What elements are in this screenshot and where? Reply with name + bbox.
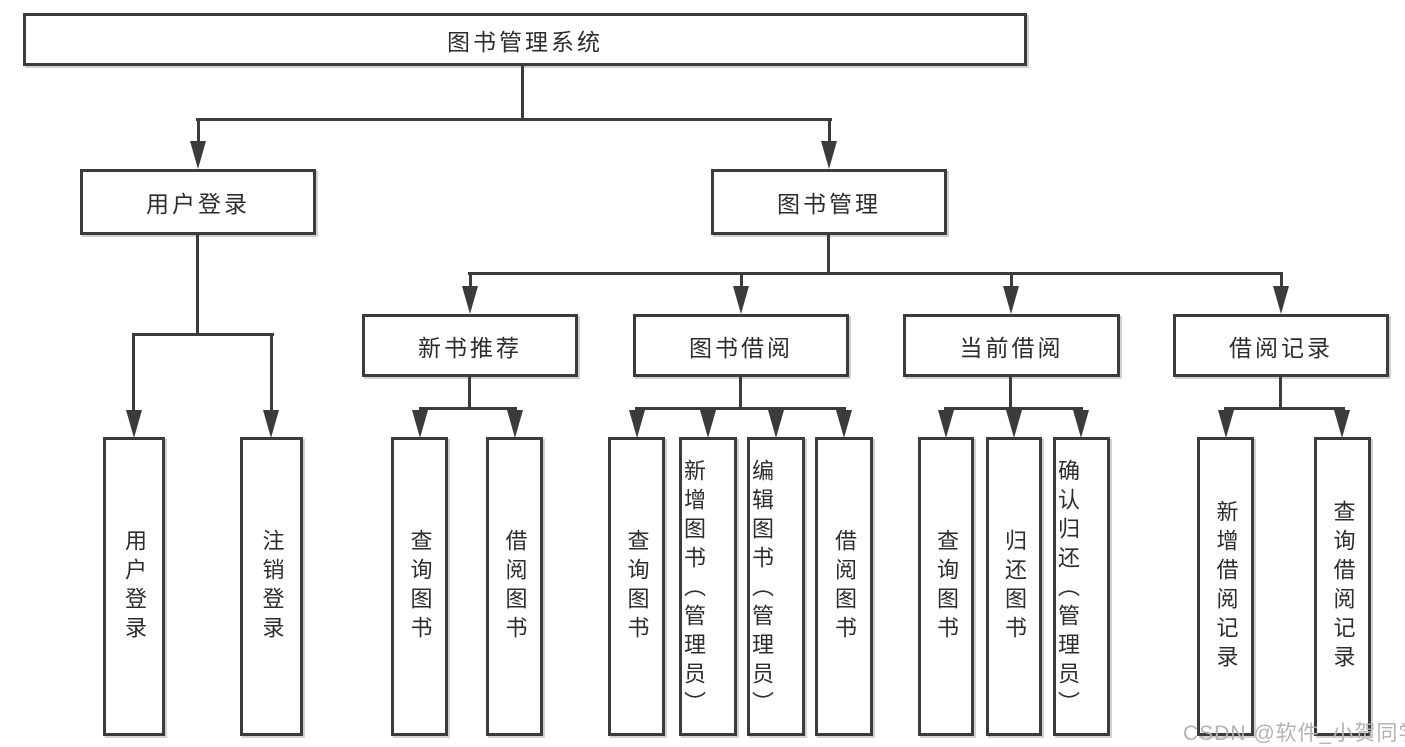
arrowhead-down-icon xyxy=(1273,286,1289,314)
connector-current-borrow-drop xyxy=(1010,272,1013,288)
connector-current-borrow-stem xyxy=(1009,377,1012,409)
node-new-book-rec: 新书推荐 xyxy=(362,314,578,377)
connector-leaf-logout-drop xyxy=(270,333,273,411)
node-leaf-logout: 注销登录 xyxy=(240,437,303,736)
arrowhead-down-icon xyxy=(768,410,784,438)
connector-user-login-crossbar xyxy=(132,333,274,336)
arrowhead-down-icon xyxy=(126,410,142,438)
arrowhead-down-icon xyxy=(190,141,206,169)
arrowhead-down-icon xyxy=(836,410,852,438)
node-book-borrow: 图书借阅 xyxy=(633,314,849,377)
arrowhead-down-icon xyxy=(1006,410,1022,438)
node-leaf-user-login: 用户登录 xyxy=(103,437,165,736)
connector-user-login-stem xyxy=(196,235,199,335)
node-leaf-return-book-label: 归还图书 xyxy=(1002,528,1027,645)
node-leaf-query-book-bb: 查询图书 xyxy=(608,437,665,736)
node-book-mgmt: 图书管理 xyxy=(711,169,947,235)
arrowhead-down-icon xyxy=(462,286,478,314)
arrowhead-down-icon xyxy=(733,286,749,314)
arrowhead-down-icon xyxy=(1073,410,1089,438)
node-leaf-user-login-label: 用户登录 xyxy=(122,528,147,645)
arrowhead-down-icon xyxy=(629,410,645,438)
watermark-text: CSDN @软件_小贺同学 xyxy=(1183,722,1405,745)
arrowhead-down-icon xyxy=(938,410,954,438)
node-leaf-add-record: 新增借阅记录 xyxy=(1197,437,1254,736)
arrowhead-down-icon xyxy=(263,410,279,438)
node-leaf-borrow-book-nb: 借阅图书 xyxy=(486,437,543,736)
connector-new-book-drop xyxy=(469,272,472,288)
arrowhead-down-icon xyxy=(821,141,837,169)
node-leaf-add-book-label: 新增图书（管理员） xyxy=(681,458,706,720)
connector-borrow-record-drop xyxy=(1280,272,1283,288)
arrowhead-down-icon xyxy=(507,410,523,438)
node-user-login: 用户登录 xyxy=(80,169,316,235)
node-leaf-logout-label: 注销登录 xyxy=(259,528,285,645)
connector-book-mgmt-stem xyxy=(827,235,830,275)
node-leaf-query-book-cb-label: 查询图书 xyxy=(934,528,959,645)
node-user-login-label: 用户登录 xyxy=(146,191,250,217)
node-root: 图书管理系统 xyxy=(23,13,1027,66)
node-book-borrow-label: 图书借阅 xyxy=(689,334,793,361)
arrowhead-down-icon xyxy=(412,410,428,438)
node-book-mgmt-label: 图书管理 xyxy=(777,191,881,217)
node-leaf-query-book-nb-label: 查询图书 xyxy=(407,528,433,645)
arrowhead-down-icon xyxy=(1334,410,1350,438)
node-leaf-query-record: 查询借阅记录 xyxy=(1314,437,1371,736)
connector-book-borrow-crossbar xyxy=(635,407,846,410)
connector-book-borrow-drop xyxy=(740,272,743,288)
node-leaf-query-book-cb: 查询图书 xyxy=(918,437,974,736)
node-leaf-add-record-label: 新增借阅记录 xyxy=(1213,499,1239,674)
node-current-borrow: 当前借阅 xyxy=(903,314,1120,377)
node-leaf-edit-book: 编辑图书（管理员） xyxy=(747,437,805,736)
connector-root-stem xyxy=(521,66,524,120)
connector-root-crossbar xyxy=(196,118,832,121)
node-borrow-record: 借阅记录 xyxy=(1173,314,1389,377)
node-root-label: 图书管理系统 xyxy=(447,28,603,55)
node-leaf-borrow-book-bb: 借阅图书 xyxy=(815,437,873,736)
connector-borrow-record-crossbar xyxy=(1224,407,1345,410)
node-leaf-add-book: 新增图书（管理员） xyxy=(679,437,737,736)
connector-leaf-user-login-drop xyxy=(132,333,135,411)
node-leaf-return-book: 归还图书 xyxy=(986,437,1042,736)
node-leaf-query-book-bb-label: 查询图书 xyxy=(624,528,650,645)
node-leaf-edit-book-label: 编辑图书（管理员） xyxy=(749,458,774,720)
node-leaf-query-book-nb: 查询图书 xyxy=(391,437,448,736)
arrowhead-down-icon xyxy=(700,410,716,438)
node-leaf-confirm-return-label: 确认归还（管理员） xyxy=(1055,458,1080,720)
connector-book-mgmt-crossbar xyxy=(468,272,1281,275)
arrowhead-down-icon xyxy=(1218,410,1234,438)
connector-new-book-stem xyxy=(468,377,471,409)
connector-current-borrow-crossbar xyxy=(944,407,1083,410)
connector-new-book-crossbar xyxy=(419,407,517,410)
connector-book-mgmt-drop xyxy=(828,118,831,142)
node-leaf-confirm-return: 确认归还（管理员） xyxy=(1053,437,1110,736)
node-new-book-rec-label: 新书推荐 xyxy=(418,334,522,361)
node-leaf-borrow-book-bb-label: 借阅图书 xyxy=(832,528,857,645)
node-leaf-borrow-book-nb-label: 借阅图书 xyxy=(502,528,528,645)
connector-user-login-drop xyxy=(197,118,200,142)
connector-borrow-record-stem xyxy=(1279,377,1282,409)
node-current-borrow-label: 当前借阅 xyxy=(959,334,1064,361)
node-borrow-record-label: 借阅记录 xyxy=(1229,334,1333,361)
node-leaf-query-record-label: 查询借阅记录 xyxy=(1330,499,1356,674)
connector-book-borrow-stem xyxy=(739,377,742,409)
arrowhead-down-icon xyxy=(1003,286,1019,314)
